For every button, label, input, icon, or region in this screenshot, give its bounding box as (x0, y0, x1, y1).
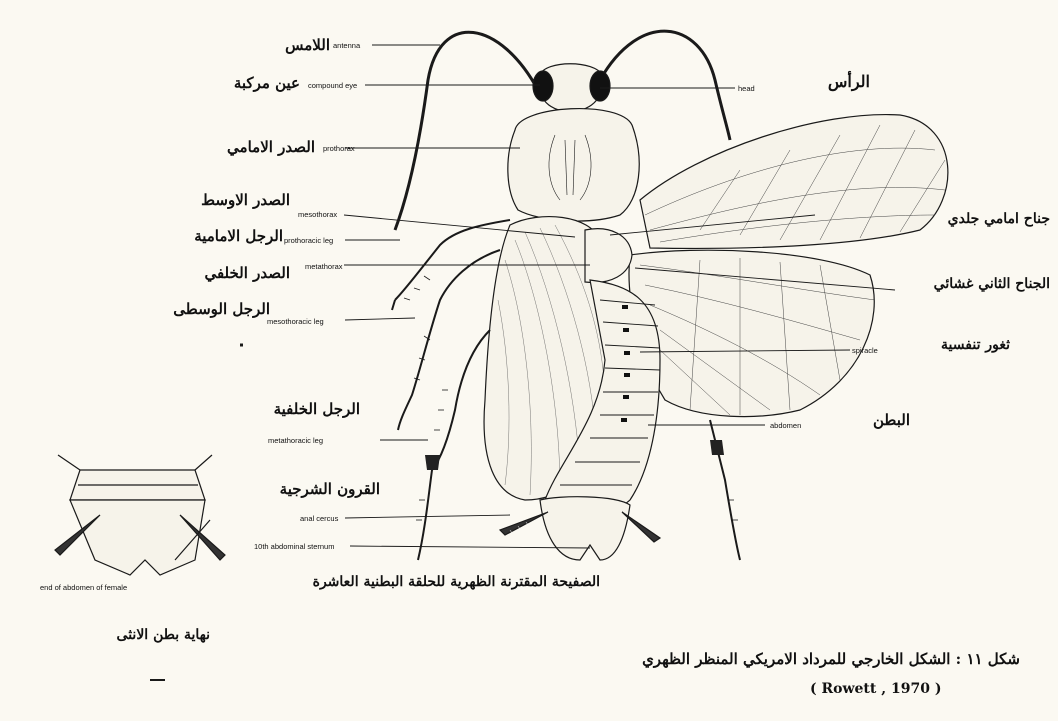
label-ar-forewing: جناح امامي جلدي (935, 212, 1050, 226)
leader-sternum (350, 546, 590, 548)
label-en-10th-sternum: 10th abdominal sternum (254, 543, 334, 551)
prothorax-shield (508, 109, 639, 221)
figure-caption: شكل ١١ : الشكل الخارجي للمرداد الامريكي … (620, 652, 1020, 667)
metathoracic-leg (418, 330, 490, 560)
label-en-prothoracic-leg: prothoracic leg (284, 237, 333, 245)
label-en-head: head (738, 85, 755, 93)
cercus-right (622, 512, 660, 542)
label-ar-mesothorax: الصدر الاوسط (150, 193, 290, 208)
label-en-metathorax: metathorax (305, 263, 343, 271)
leader-anal-cercus (345, 515, 510, 518)
label-en-anal-cercus: anal cercus (300, 515, 338, 523)
label-ar-compound-eye: عين مركبة (205, 76, 300, 91)
label-en-end-of-abdomen: end of abdomen of female (40, 584, 127, 592)
female-abdomen-inset (55, 455, 225, 575)
label-ar-abdomen: البطن (850, 413, 910, 428)
compound-eye-right (590, 71, 610, 101)
label-ar-metathoracic-leg: الرجل الخلفية (255, 402, 360, 417)
label-ar-hindwing: الجناح الثاني غشائي (905, 277, 1050, 291)
label-ar-metathorax: الصدر الخلفي (175, 266, 290, 281)
label-en-antenna: antenna (333, 42, 360, 50)
label-en-abdomen: abdomen (770, 422, 801, 430)
label-ar-end-of-abdomen: نهاية بطن الانثى (100, 628, 210, 642)
subgenital-plate (540, 497, 630, 560)
label-ar-antenna: اللامس (270, 38, 330, 53)
label-en-metathoracic-leg: metathoracic leg (268, 437, 323, 445)
metathorax (585, 229, 632, 283)
label-en-mesothorax: mesothorax (298, 211, 337, 219)
leader-mesothoracic-leg (345, 318, 415, 320)
label-ar-prothoracic-leg: الرجل الامامية (148, 229, 283, 244)
label-en-mesothoracic-leg: mesothoracic leg (267, 318, 324, 326)
label-en-prothorax: prothorax (323, 145, 355, 153)
compound-eye-left (533, 71, 553, 101)
prothoracic-leg (395, 220, 510, 300)
figure-citation: ( Rowett , 1970 ) (810, 682, 941, 696)
label-ar-spiracle: ثغور تنفسية (920, 338, 1010, 352)
label-ar-mesothoracic-leg: الرجل الوسطى (140, 302, 270, 317)
forewing (640, 115, 948, 249)
label-ar-head: الرأس (800, 74, 870, 90)
label-ar-prothorax: الصدر الامامي (170, 140, 315, 155)
label-ar-10th-sternum: الصفيحة المقترنة الظهرية للحلقة البطنية … (220, 575, 600, 589)
label-en-compound-eye: compound eye (308, 82, 357, 90)
label-en-spiracle: spiracle (852, 347, 878, 355)
label-ar-anal-cercus: القرون الشرجية (230, 482, 380, 497)
